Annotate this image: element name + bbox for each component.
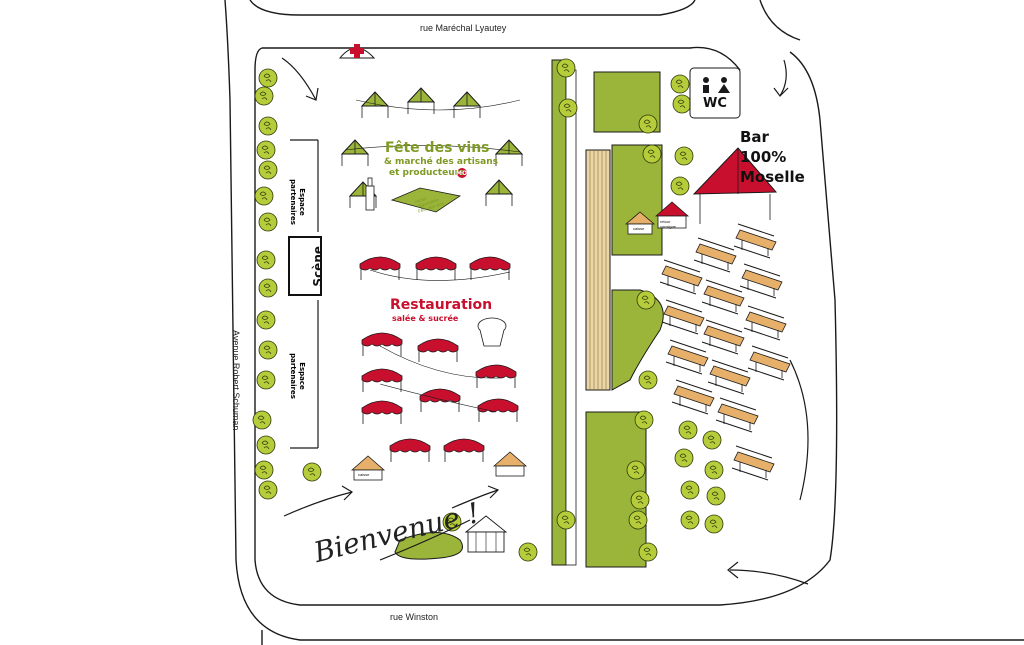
wine-zone-subtitle-2: et producteurs — [389, 168, 465, 178]
bar-title: Bar 100% Moselle — [740, 127, 805, 187]
wc-icon — [689, 67, 741, 119]
wine-bottle-icon — [365, 177, 375, 211]
bar-title-line-3: Moselle — [740, 168, 805, 186]
roads — [224, 0, 1024, 645]
caisse-tent-label: caisse — [358, 472, 370, 477]
cashier-tents — [350, 451, 528, 481]
bar-retour-label: retour consigne — [660, 219, 677, 229]
partners-bottom-label: Espace partenaires — [289, 353, 306, 399]
bar-caisse-label: caisse — [633, 226, 645, 231]
food-zone-title: Restauration — [390, 297, 493, 313]
mosl-logo — [457, 168, 467, 178]
street-west-label: Avenue Robert Schuman — [231, 330, 241, 431]
bar-title-line-1: Bar — [740, 128, 769, 146]
partner-brackets — [290, 139, 319, 449]
bar-title-line-2: 100% — [740, 148, 787, 166]
wine-tents — [341, 87, 523, 213]
stage-label: Scène — [311, 246, 325, 287]
chef-hat-icon — [477, 317, 507, 347]
carousel-icon — [464, 515, 508, 553]
street-south-label: rue Winston — [390, 612, 439, 622]
arrows — [281, 57, 809, 585]
stage: Scène — [288, 236, 325, 296]
wine-zone-title: Fête des vins — [385, 140, 490, 156]
wine-zone-subtitle-1: & marché des artisans — [384, 157, 498, 167]
benches — [659, 223, 791, 481]
food-zone-subtitle: salée & sucrée — [392, 314, 459, 323]
wc-label: WC — [703, 96, 727, 111]
partners-top-label: Espace partenaires — [289, 179, 306, 225]
street-north-label: rue Maréchal Lyautey — [420, 23, 507, 33]
mosl-logo-text: MOSL — [456, 170, 476, 177]
first-aid-cross-icon — [338, 44, 376, 59]
bar-tent — [624, 147, 778, 235]
food-tents — [359, 256, 519, 463]
